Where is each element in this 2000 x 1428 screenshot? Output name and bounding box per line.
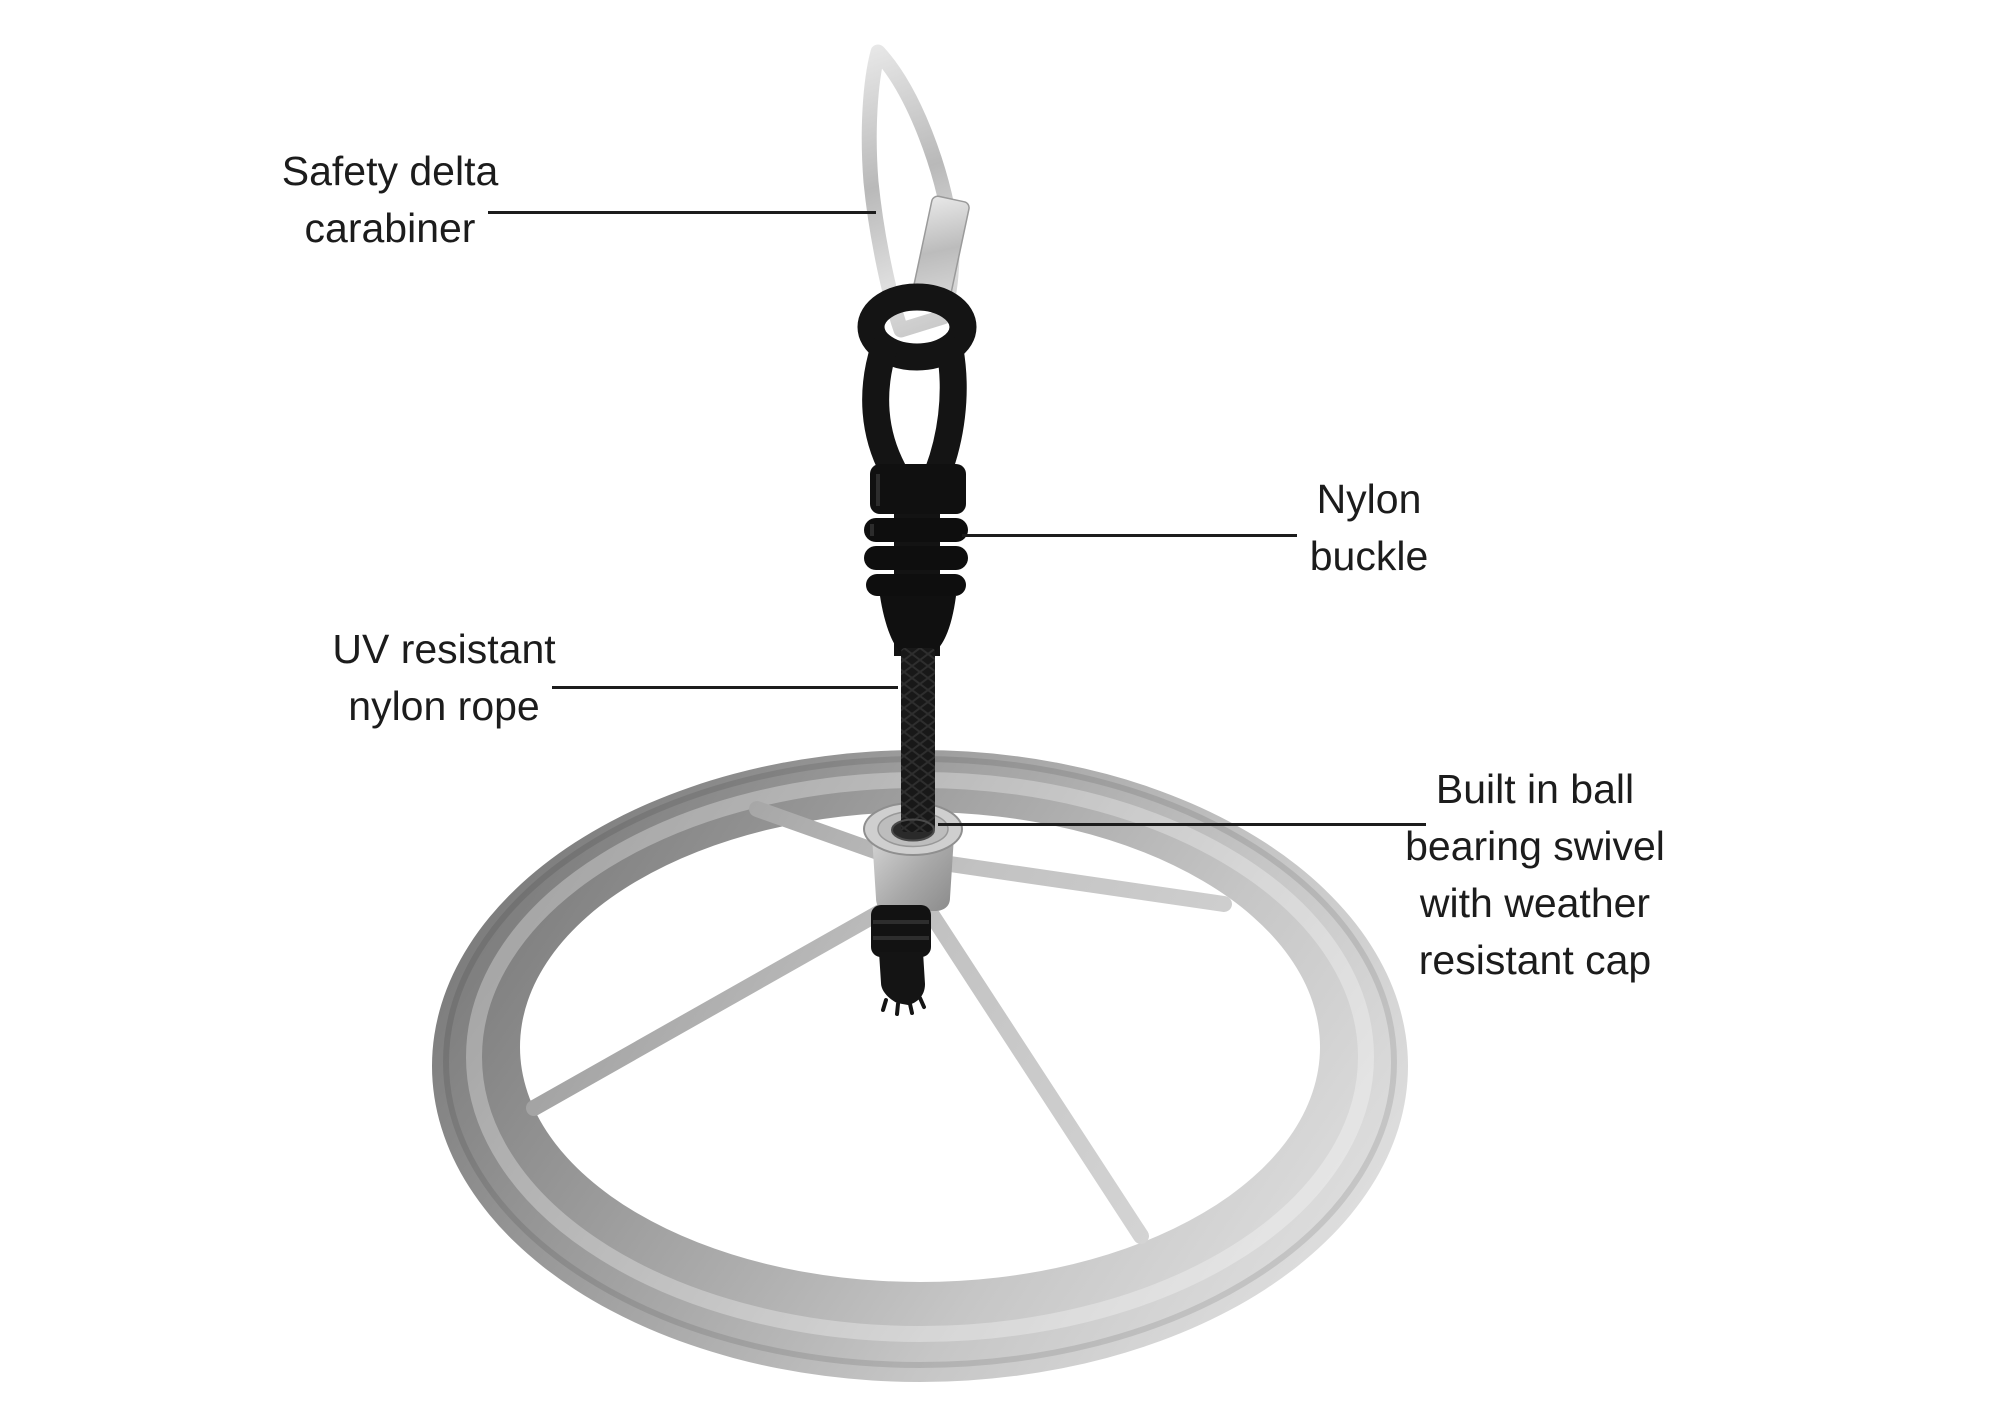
label-ball-bearing-swivel-line2: bearing swivel bbox=[1405, 823, 1665, 869]
label-ball-bearing-swivel: Built in ball bearing swivel with weathe… bbox=[1376, 761, 1694, 989]
label-safety-delta-carabiner-line2: carabiner bbox=[304, 205, 476, 251]
label-nylon-buckle-line1: Nylon bbox=[1316, 476, 1422, 522]
nylon-buckle-graphic bbox=[864, 464, 968, 656]
label-uv-resistant-nylon-rope-line2: nylon rope bbox=[348, 683, 540, 729]
label-safety-delta-carabiner: Safety delta carabiner bbox=[186, 143, 594, 257]
wheel-spokes-graphic bbox=[526, 801, 1232, 1244]
rope-loop-graphic bbox=[857, 283, 977, 486]
label-nylon-buckle-line2: buckle bbox=[1309, 533, 1429, 579]
label-ball-bearing-swivel-line3: with weather bbox=[1419, 880, 1651, 926]
rope-graphic bbox=[891, 648, 935, 842]
label-nylon-buckle: Nylon buckle bbox=[1240, 471, 1498, 585]
label-ball-bearing-swivel-line4: resistant cap bbox=[1418, 937, 1652, 983]
label-uv-resistant-nylon-rope-line1: UV resistant bbox=[332, 626, 556, 672]
label-safety-delta-carabiner-line1: Safety delta bbox=[281, 148, 499, 194]
bumper-rope-tail-graphic bbox=[871, 905, 931, 1016]
label-ball-bearing-swivel-line1: Built in ball bbox=[1435, 766, 1635, 812]
label-uv-resistant-nylon-rope: UV resistant nylon rope bbox=[288, 621, 600, 735]
